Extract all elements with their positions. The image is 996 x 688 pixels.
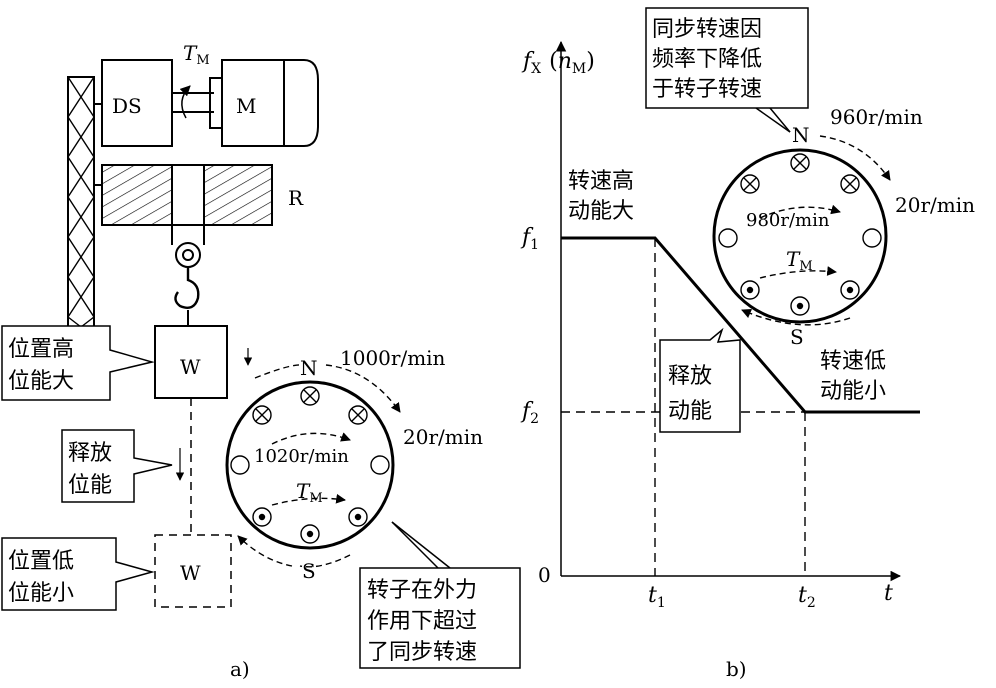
- y-tick-f2: f2: [520, 399, 539, 427]
- callout-low-position: 位置低 位能小: [1, 537, 155, 611]
- torque-rotor-a: TM: [296, 479, 323, 506]
- callout-release-kinetic: 释放 动能: [659, 327, 741, 433]
- x-tick-t1: t1: [648, 583, 666, 611]
- svg-text:动能: 动能: [668, 399, 712, 424]
- speed-field-b: 960r/min: [830, 105, 923, 129]
- pole-n-a: N: [300, 356, 318, 380]
- svg-text:转速高: 转速高: [568, 169, 634, 194]
- callout-high-position: 位置高 位能大: [1, 325, 155, 401]
- svg-text:频率下降低: 频率下降低: [652, 47, 762, 72]
- x-axis-label: t: [884, 581, 893, 606]
- conductors-dot-b: [740, 280, 860, 316]
- hook: [174, 267, 200, 309]
- svg-text:于转子转速: 于转子转速: [652, 77, 762, 102]
- label-low-speed: 转速低 动能小: [820, 349, 886, 404]
- label-high-speed: 转速高 动能大: [568, 169, 634, 224]
- pole-n-b: N: [792, 123, 810, 147]
- drum-cross-pattern: [67, 76, 95, 338]
- svg-text:位能: 位能: [68, 473, 112, 498]
- speed-slip-a: 20r/min: [403, 425, 483, 449]
- svg-text:位置高: 位置高: [8, 337, 74, 362]
- callout-release-potential: 释放 位能: [61, 429, 173, 503]
- pole-s-b: S: [790, 325, 804, 349]
- part-b-label: b): [726, 657, 747, 681]
- conductors-empty-a: [230, 455, 390, 475]
- speed-rotor-a: 1020r/min: [254, 446, 349, 467]
- reducer-label: R: [288, 186, 304, 210]
- svg-text:转子在外力: 转子在外力: [367, 578, 477, 603]
- weight-bottom: [154, 534, 232, 608]
- ds-label: DS: [112, 94, 142, 118]
- motor-end-cap: [284, 59, 319, 147]
- motor-label: M: [236, 94, 256, 118]
- conductors-cross-a: [252, 386, 368, 425]
- ds-box: [101, 59, 173, 147]
- conductors-cross-b: [740, 153, 860, 194]
- svg-text:位置低: 位置低: [8, 549, 74, 574]
- part-a-label: a): [230, 657, 250, 681]
- weight-bottom-label: W: [180, 561, 201, 585]
- svg-text:释放: 释放: [68, 441, 112, 466]
- conductors-dot-a: [252, 507, 368, 544]
- torque-label-a: TM: [183, 41, 210, 68]
- reducer-box: [101, 164, 273, 226]
- part-a-mechanism: [67, 59, 319, 608]
- x-tick-t2: t2: [798, 583, 816, 611]
- speed-field-a: 1000r/min: [340, 346, 446, 370]
- svg-text:转速低: 转速低: [820, 349, 886, 374]
- conductors-empty-b: [718, 228, 882, 248]
- callout-sync-drop: 同步转速因 频率下降低 于转子转速: [645, 7, 809, 133]
- frequency-curve: [561, 236, 920, 414]
- stator-ring-a: [225, 380, 395, 550]
- speed-rotor-b: 980r/min: [746, 210, 830, 231]
- rotor-diagram-a: [225, 364, 401, 568]
- svg-text:同步转速因: 同步转速因: [652, 17, 762, 42]
- callout-rotor-oversync: 转子在外力 作用下超过 了同步转速: [359, 521, 521, 669]
- y-axis-label: fX(nM): [521, 49, 595, 77]
- svg-text:动能大: 动能大: [568, 199, 634, 224]
- svg-text:位能大: 位能大: [8, 369, 74, 394]
- y-tick-f1: f1: [520, 225, 539, 253]
- pulley: [175, 242, 201, 268]
- weight-top-label: W: [180, 355, 201, 379]
- svg-text:动能小: 动能小: [820, 379, 886, 404]
- speed-slip-b: 20r/min: [895, 193, 975, 217]
- origin-label: 0: [538, 563, 551, 587]
- torque-rotor-b: TM: [786, 247, 813, 274]
- svg-text:位能小: 位能小: [8, 581, 74, 606]
- pole-s-a: S: [302, 559, 316, 583]
- svg-text:作用下超过: 作用下超过: [367, 609, 477, 634]
- rotor-diagram-b: [712, 135, 891, 326]
- svg-text:了同步转速: 了同步转速: [367, 640, 477, 665]
- motor-box: [221, 59, 285, 147]
- stator-ring-b: [712, 148, 888, 324]
- svg-text:释放: 释放: [668, 364, 712, 389]
